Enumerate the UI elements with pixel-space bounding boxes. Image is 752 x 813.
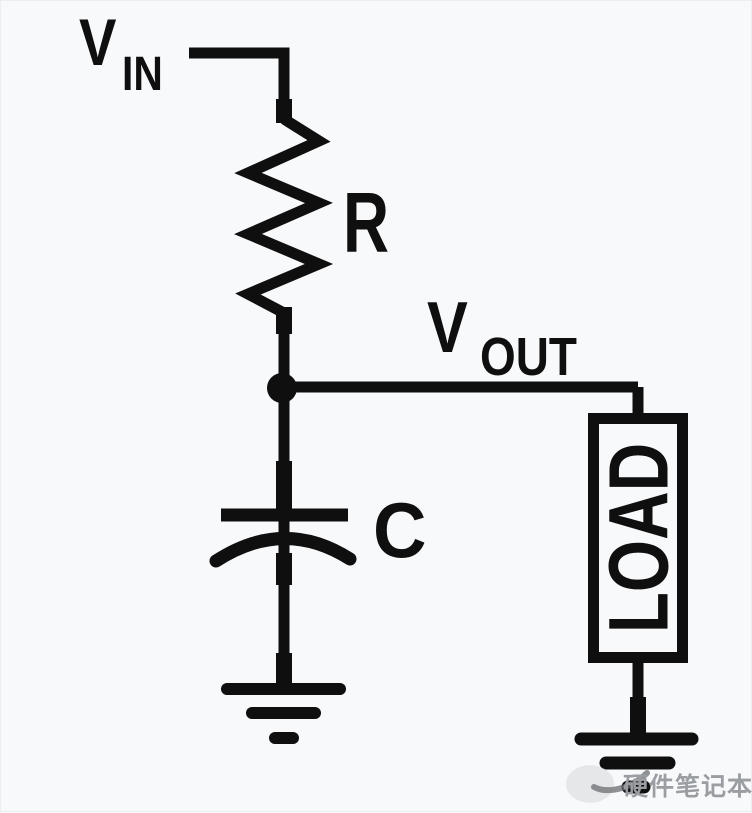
watermark-logo-blob	[566, 765, 614, 803]
load-box	[588, 413, 688, 663]
watermark-text: 硬件笔记本	[623, 772, 752, 801]
junction-dot	[267, 373, 297, 403]
vin-label: V IN	[79, 6, 163, 101]
vout-label-main: V	[427, 288, 468, 368]
vin-label-main: V	[79, 6, 117, 79]
vin-label-sub: IN	[122, 48, 163, 101]
capacitor-curved-plate	[209, 532, 357, 568]
vin-wire	[189, 47, 290, 123]
load-label: LOAD	[592, 443, 686, 633]
ground-symbol-left	[221, 683, 346, 744]
vout-label-sub: OUT	[480, 327, 577, 387]
capacitor-label: C	[373, 487, 427, 574]
watermark: 硬件笔记本	[566, 765, 752, 803]
vout-label: V OUT	[427, 288, 577, 386]
resistor-symbol	[234, 114, 334, 318]
watermark-logo-swoosh	[591, 770, 650, 794]
resistor-label: R	[343, 175, 389, 270]
wires	[189, 47, 646, 738]
capacitor-symbol	[209, 508, 357, 568]
